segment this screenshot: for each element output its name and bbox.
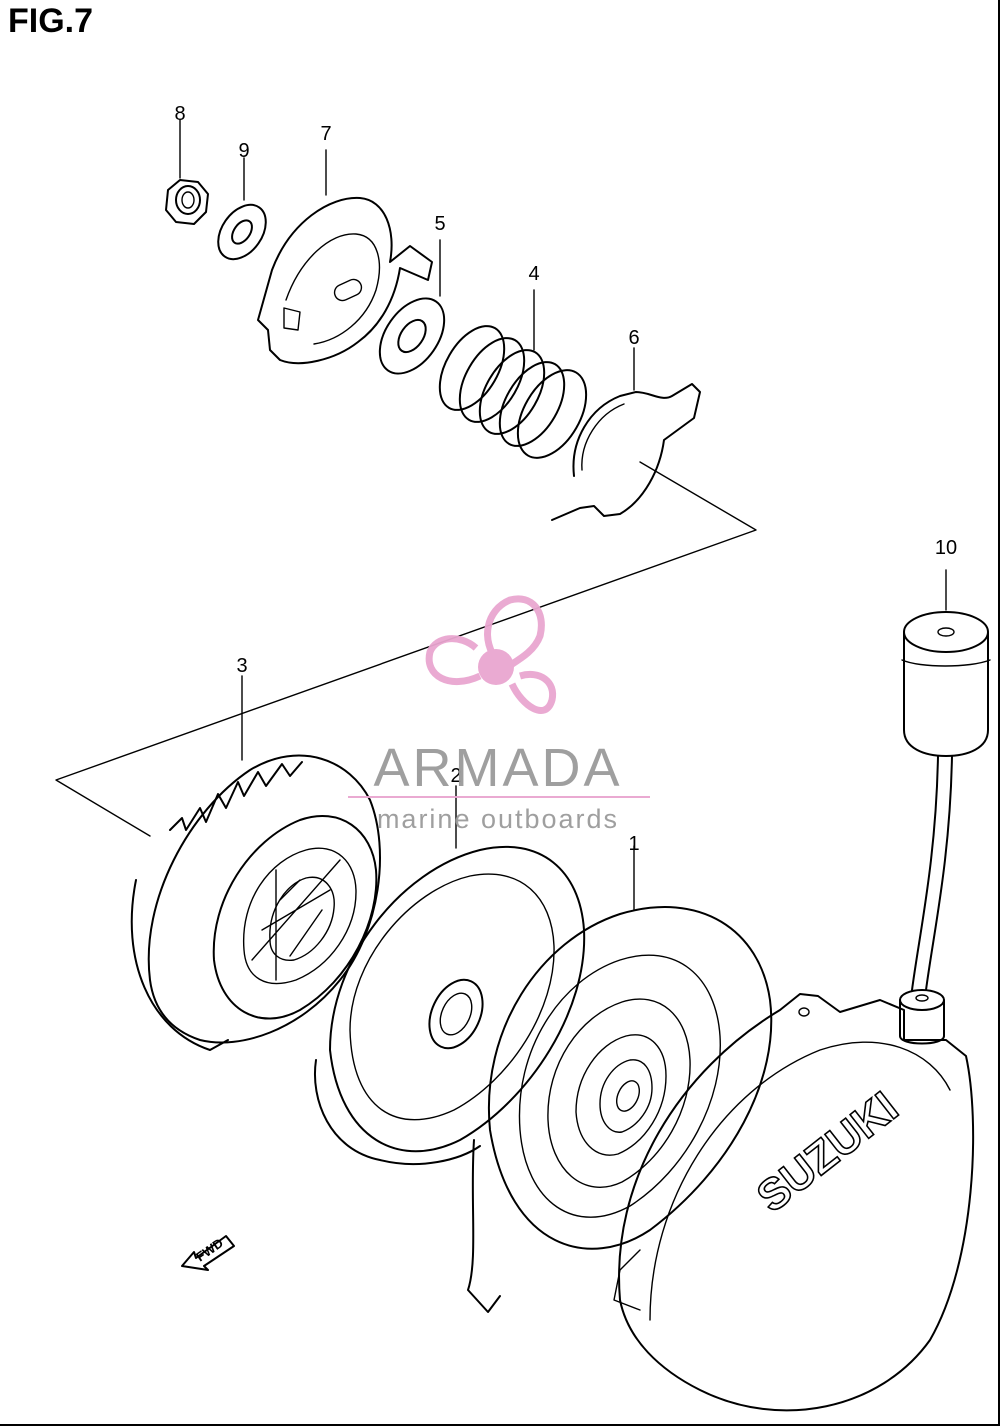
housing-brand-emboss: SUZUKI [748,1082,907,1221]
part-3-drive-plate [130,675,381,1051]
watermark-brand: ARMADA [373,738,622,798]
watermark-tagline: marine outboards [377,804,619,834]
part-10-handle-and-rope [901,569,991,991]
part-5-washer [378,239,446,375]
part-4-spring [438,289,588,459]
armada-watermark: ARMADA marine outboards [348,595,650,834]
callout-3: 3 [236,655,247,677]
part-1-rope-reel [467,845,773,1313]
callout-6: 6 [628,327,639,349]
part-6-guide-spring [551,347,701,521]
arrow-icon [181,1235,235,1271]
callout-4: 4 [528,263,539,285]
starter-housing: SUZUKI [613,989,975,1412]
callout-8: 8 [174,103,185,125]
part-7-ratchet-plate [257,149,433,365]
fwd-direction-marker: FWD [181,1235,235,1271]
figure-title: FIG.7 [8,2,94,40]
callout-5: 5 [434,213,445,235]
assembly-guide-line [55,461,757,837]
callout-1: 1 [628,833,639,855]
part-2-spring-case [314,785,586,1166]
callout-7: 7 [320,123,331,145]
callout-2: 2 [450,765,461,787]
callout-9: 9 [238,140,249,162]
part-8-nut [165,119,209,225]
callout-10: 10 [935,537,957,559]
part-9-washer [217,157,267,261]
propeller-icon [425,595,557,714]
